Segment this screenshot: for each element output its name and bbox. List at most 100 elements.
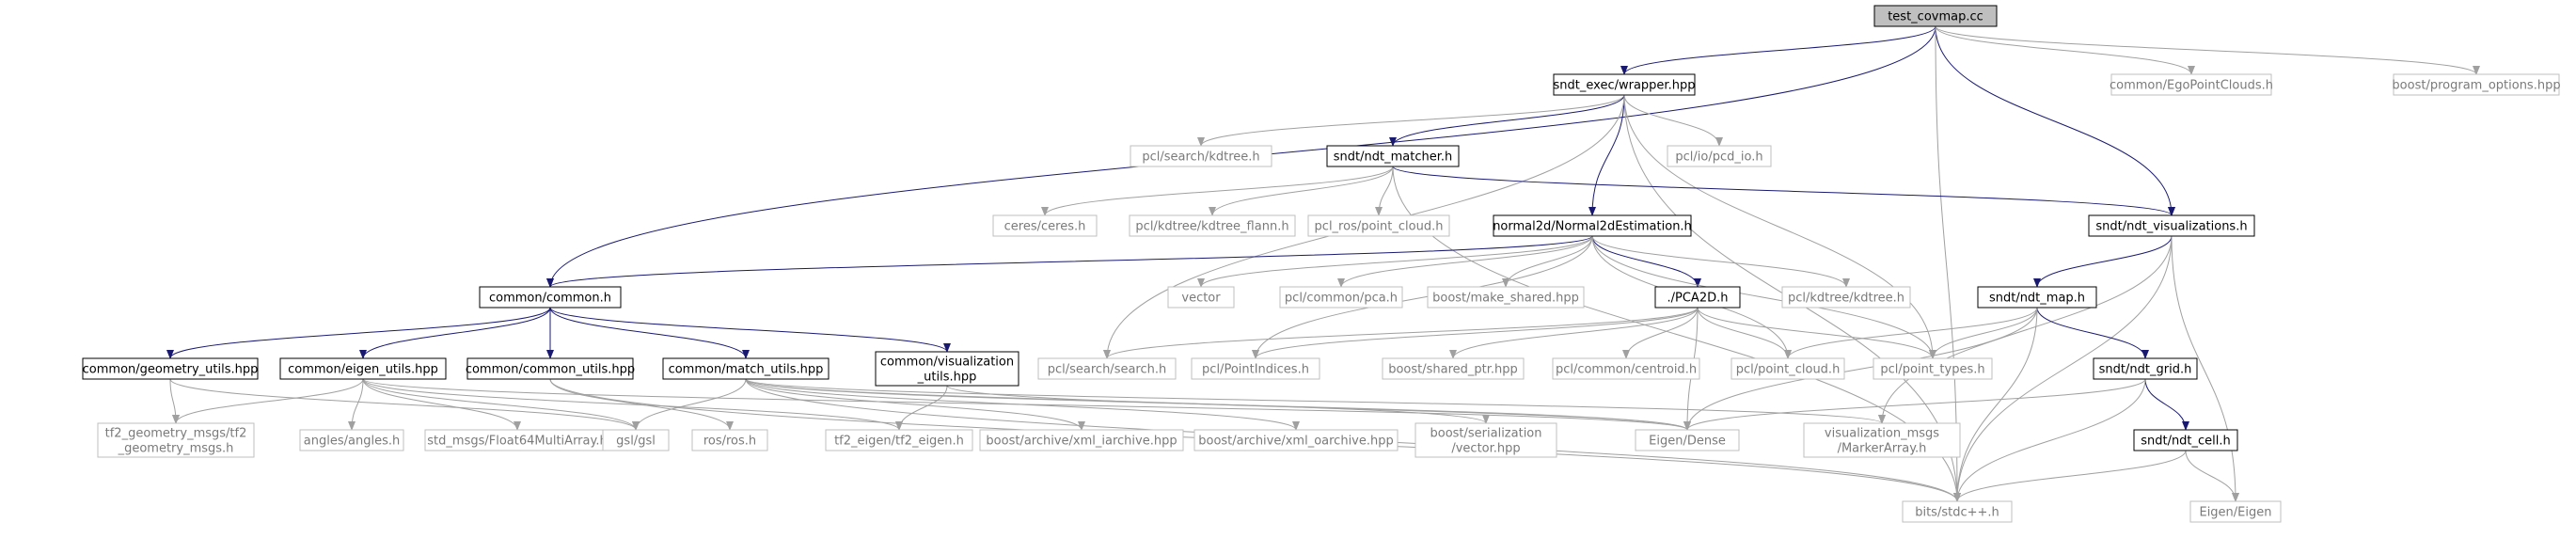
node-commonutils[interactable]: common/common_utils.hpp [466, 357, 635, 380]
edge-common-to-matchutils [549, 307, 750, 359]
node-label: common/EgoPointClouds.h [2110, 79, 2273, 93]
edge-ndtmap-to-eigendense [1683, 307, 2038, 431]
node-box [2093, 357, 2198, 380]
node-label: common/geometry_utils.hpp [83, 363, 259, 377]
node-boostpo: boost/program_options.hpp [2392, 73, 2561, 96]
edge-ndtmap-to-pointcloud [1784, 307, 2038, 359]
edge-matchutils-to-xmliarchive [745, 378, 1085, 431]
node-box [1427, 286, 1585, 309]
node-kdflann: pcl/kdtree/kdtree_flann.h [1129, 214, 1296, 237]
node-box [1307, 214, 1450, 237]
node-label: Eigen/Dense [1649, 435, 1726, 449]
node-box [2088, 214, 2255, 237]
node-normal2d[interactable]: normal2d/Normal2dEstimation.h [1493, 214, 1692, 237]
node-label: boost/make_shared.hpp [1432, 292, 1579, 306]
node-label: ./PCA2D.h [1667, 292, 1729, 306]
edge-normal2d-to-pca2d [1591, 235, 1701, 288]
node-wrapper[interactable]: sndt_exec/wrapper.hpp [1553, 73, 1696, 96]
edge-wrapper-to-ndtmatcher [1389, 94, 1625, 147]
node-box [2133, 429, 2238, 451]
node-label: pcl/PointIndices.h [1202, 363, 1309, 377]
node-markerarray: visualization_msgs/MarkerArray.h [1803, 422, 1961, 458]
node-common[interactable]: common/common.h [479, 286, 622, 309]
node-gsl: gsl/gsl [602, 429, 670, 451]
node-box [299, 429, 404, 451]
edge-ndtcell-to-bitsstdc [1953, 450, 2187, 502]
node-pca2d[interactable]: ./PCA2D.h [1654, 286, 1741, 309]
node-test_covmap[interactable]: test_covmap.cc [1873, 5, 1998, 27]
node-label: tf2_eigen/tf2_eigen.h [834, 435, 964, 449]
node-matchutils[interactable]: common/match_utils.hpp [662, 357, 830, 380]
node-box [1731, 357, 1845, 380]
node-kdkdtree: pcl/kdtree/kdtree.h [1781, 286, 1911, 309]
node-label: ros/ros.h [703, 435, 756, 449]
node-box [1902, 500, 2013, 523]
edge-common-to-geomutils [166, 307, 551, 359]
node-pcdio: pcl/io/pcd_io.h [1667, 145, 1772, 167]
node-eigeneigen: Eigen/Eigen [2189, 500, 2282, 523]
edge-ndtmatcher-to-rospc [1375, 166, 1394, 216]
node-label: boost/shared_ptr.hpp [1388, 363, 1518, 377]
node-ndtgrid[interactable]: sndt/ndt_grid.h [2093, 357, 2198, 380]
node-label: angles/angles.h [304, 435, 400, 449]
edge-pca2d-to-searchsearch [1103, 307, 1699, 359]
node-geomutils[interactable]: common/geometry_utils.hpp [82, 357, 259, 380]
node-label: normal2d/Normal2dEstimation.h [1493, 220, 1692, 234]
node-label: Eigen/Eigen [2199, 506, 2271, 520]
edge-test_covmap-to-ndtvis [1935, 25, 2175, 216]
node-box [1493, 214, 1692, 237]
node-egopoint: common/EgoPointClouds.h [2110, 73, 2273, 96]
node-eigenutils[interactable]: common/eigen_utils.hpp [279, 357, 447, 380]
edge-eigenutils-to-angles [348, 378, 364, 431]
edge-pca2d-to-centroid [1622, 307, 1699, 359]
node-label: ceres/ceres.h [1004, 220, 1086, 234]
node-label: pcl/point_types.h [1880, 363, 1984, 377]
node-ceres: ceres/ceres.h [992, 214, 1098, 237]
node-box [1130, 145, 1272, 167]
edge-normal2d-to-vector [1197, 235, 1593, 288]
node-ndtvis[interactable]: sndt/ndt_visualizations.h [2088, 214, 2255, 237]
node-label: common/common.h [489, 292, 611, 306]
edge-eigenutils-to-float64 [362, 378, 521, 431]
node-box [1977, 286, 2097, 309]
node-visutils[interactable]: common/visualization_utils.hpp [875, 351, 1019, 387]
node-box [1279, 286, 1403, 309]
node-pointtypes: pcl/point_types.h [1873, 357, 1993, 380]
edge-geomutils-to-gsl [169, 378, 640, 431]
edge-normal2d-to-common [546, 235, 1593, 288]
node-tf2eigen: tf2_eigen/tf2_eigen.h [825, 429, 973, 451]
node-label: pcl/io/pcd_io.h [1675, 150, 1762, 165]
node-bitsstdc: bits/stdc++.h [1902, 500, 2013, 523]
node-box [1667, 145, 1772, 167]
node-pclpca: pcl/common/pca.h [1279, 286, 1403, 309]
node-sharedptr: boost/shared_ptr.hpp [1382, 357, 1525, 380]
node-label: common/visualization [880, 356, 1014, 370]
node-serialvector: boost/serialization/vector.hpp [1414, 422, 1557, 458]
node-ndtcell[interactable]: sndt/ndt_cell.h [2133, 429, 2238, 451]
node-pointcloud: pcl/point_cloud.h [1731, 357, 1845, 380]
node-box [1037, 357, 1177, 380]
node-eigendense: Eigen/Dense [1635, 429, 1740, 451]
node-box [1553, 73, 1696, 96]
node-ndtmatcher[interactable]: sndt/ndt_matcher.h [1326, 145, 1460, 167]
node-searchsearch: pcl/search/search.h [1037, 357, 1177, 380]
node-box [691, 429, 768, 451]
edge-ndtmap-to-pointtypes [1929, 307, 2038, 359]
node-box [2189, 500, 2282, 523]
node-label: common/match_utils.hpp [669, 363, 824, 377]
edge-ndtmatcher-to-kdflann [1209, 166, 1394, 216]
edge-ndtvis-to-eigeneigen [2171, 235, 2239, 502]
node-tf2geom: tf2_geometry_msgs/tf2_geometry_msgs.h [97, 422, 255, 458]
edge-test_covmap-to-bitsstdc [1935, 25, 1961, 502]
edge-ndtvis-to-markerarray [1878, 235, 2173, 424]
node-label: sndt/ndt_cell.h [2141, 435, 2231, 449]
node-label: sndt/ndt_map.h [1989, 292, 2085, 306]
edge-ndtvis-to-ndtmap [2033, 235, 2173, 288]
node-box [1654, 286, 1741, 309]
node-box [466, 357, 634, 380]
node-label: gsl/gsl [616, 435, 656, 449]
node-box [2393, 73, 2560, 96]
node-ndtmap[interactable]: sndt/ndt_map.h [1977, 286, 2097, 309]
node-box [279, 357, 447, 380]
